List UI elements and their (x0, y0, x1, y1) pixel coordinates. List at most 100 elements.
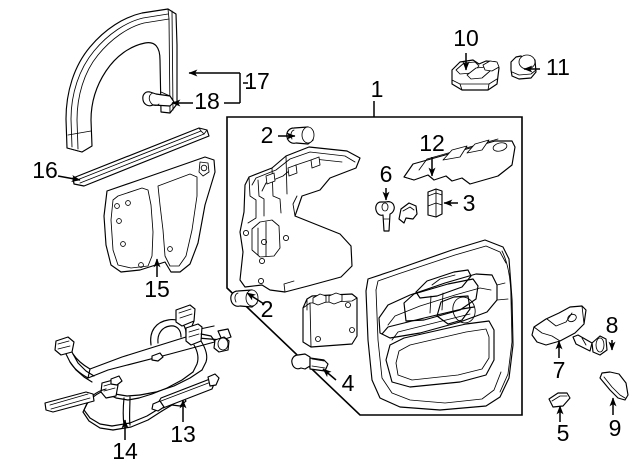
switch-base-edge-10 (451, 78, 498, 85)
trim-strip-lower-2 (391, 313, 471, 341)
insulator-hole-e (258, 257, 266, 265)
pin-retainer[interactable] (375, 201, 395, 232)
deflector-outline (103, 156, 216, 273)
handle-bezel-right-edge-7 (581, 305, 585, 325)
harness-bottom-run-right-2 (112, 410, 163, 431)
speaker-tab-1 (312, 293, 327, 306)
screw-bolt[interactable] (291, 353, 329, 372)
push-pin-fastener[interactable] (572, 334, 608, 356)
harness-connector-left-lines (57, 340, 71, 350)
window-switch-assembly[interactable] (451, 59, 500, 91)
cover-trim-piece[interactable] (599, 371, 629, 401)
belt-molding-far-end (198, 127, 208, 135)
push-pin-stem-8 (572, 334, 593, 352)
retainer-clip-upper-head (301, 126, 315, 144)
insulator-hole-a (282, 234, 290, 242)
harness-left-loop (69, 361, 93, 383)
harness-round-connector-face (217, 337, 229, 351)
insulator-top-fold (251, 151, 356, 186)
harness-left-loop-2 (72, 353, 95, 377)
weatherstrip-pillar-edge-a (167, 8, 171, 114)
callout-label-11: 11 (546, 54, 570, 80)
actuator-rod-centerline (160, 381, 212, 402)
harness-connector-jumpers (191, 320, 217, 344)
callout-4-arrow (322, 368, 337, 381)
speaker-hole-2 (349, 327, 355, 333)
actuator-rod-end (151, 400, 165, 412)
handle-bezel-fold-7 (546, 312, 573, 327)
retainer-clip-upper[interactable] (286, 126, 315, 145)
water-deflector-shield[interactable] (103, 156, 216, 273)
callout-label-4: 4 (342, 370, 355, 396)
callout-label-18: 18 (194, 88, 220, 114)
handle-bezel-bracket[interactable] (531, 305, 587, 346)
harness-connector-mid-lines (188, 328, 200, 338)
screw-bolt-thread-4 (311, 358, 326, 369)
weatherstrip-pillar-edge-b (171, 10, 174, 111)
callout-label-2b: 2 (261, 296, 274, 322)
deflector-hole-3 (116, 218, 122, 224)
lock-switch-knob[interactable] (510, 54, 537, 80)
pin-retainer-body-6 (375, 201, 395, 232)
callout-17-leader (188, 69, 248, 104)
deflector-rib-panel (157, 173, 198, 267)
harness-connector-long-lines (49, 393, 91, 410)
small-bracket-clip-fold (402, 206, 415, 212)
deflector-corner-hole-boss (198, 161, 210, 177)
harness-bottom-curve-2 (82, 411, 114, 431)
window-frame-weatherstrip-group[interactable] (65, 8, 178, 153)
small-bracket-clip-body (398, 202, 418, 224)
door-trim-panel[interactable] (365, 239, 514, 411)
door-insulator-panel[interactable] (239, 146, 361, 293)
speaker-module[interactable] (302, 292, 358, 348)
switch-bezel-plate[interactable] (403, 138, 516, 185)
deflector-hole-1 (114, 203, 120, 209)
bezel-left-tip-12 (403, 176, 415, 181)
callout-label-1: 1 (371, 76, 384, 102)
trim-upper-recess-line (431, 274, 456, 286)
weatherstrip-body (65, 8, 178, 153)
callout-label-6: 6 (380, 161, 393, 187)
belt-molding-weatherstrip[interactable] (72, 127, 210, 187)
actuator-rod[interactable] (151, 373, 220, 412)
insulator-bottom-notch (283, 280, 295, 293)
retainer-clip-lower[interactable] (230, 289, 259, 308)
callout-label-8: 8 (606, 312, 619, 338)
cap-cover-small[interactable] (548, 392, 571, 408)
insulator-hole-c (242, 229, 250, 237)
weatherstrip-inner-line-2 (76, 18, 170, 150)
deflector-hole-6 (167, 246, 173, 252)
callout-16-arrow (57, 175, 81, 182)
bezel-window-12-b (466, 139, 490, 154)
deflector-hole-4 (120, 241, 126, 247)
assembly-box-outline (226, 116, 523, 416)
retainer-clip-lower-stem (234, 292, 239, 303)
trim-panel-right-inner (499, 250, 513, 393)
callout-2b-arrow (246, 292, 265, 305)
small-bracket-clip[interactable] (398, 202, 418, 224)
belt-molding-line-2 (79, 133, 205, 184)
bezel-window-12-a (442, 145, 468, 161)
trim-right-fold (496, 282, 509, 301)
insulator-speaker-cutout (251, 219, 281, 258)
callout-label-14: 14 (112, 438, 138, 464)
trim-clip[interactable] (427, 188, 443, 218)
insulator-left-rib (247, 176, 257, 224)
trim-map-pocket-inner (395, 328, 490, 381)
harness-lower-right-run (139, 369, 203, 396)
weatherstrip-clip[interactable] (142, 91, 175, 107)
door-trim-assembly-group[interactable] (226, 116, 523, 416)
callout-label-2a: 2 (261, 122, 274, 148)
harness-loop-upper-left (150, 319, 187, 346)
callout-label-13: 13 (170, 421, 196, 447)
insulator-square-hole-2 (287, 164, 298, 177)
retainer-clip-lower-head (245, 289, 259, 307)
trim-panel-inner-edge (375, 289, 502, 404)
harness-connector-mid (185, 323, 203, 346)
switch-rocker-10-c (482, 60, 500, 72)
trim-pocket-dividers (429, 292, 444, 314)
weatherstrip-bottom-detail (66, 130, 92, 153)
harness-lower-right-run-2 (138, 371, 194, 399)
